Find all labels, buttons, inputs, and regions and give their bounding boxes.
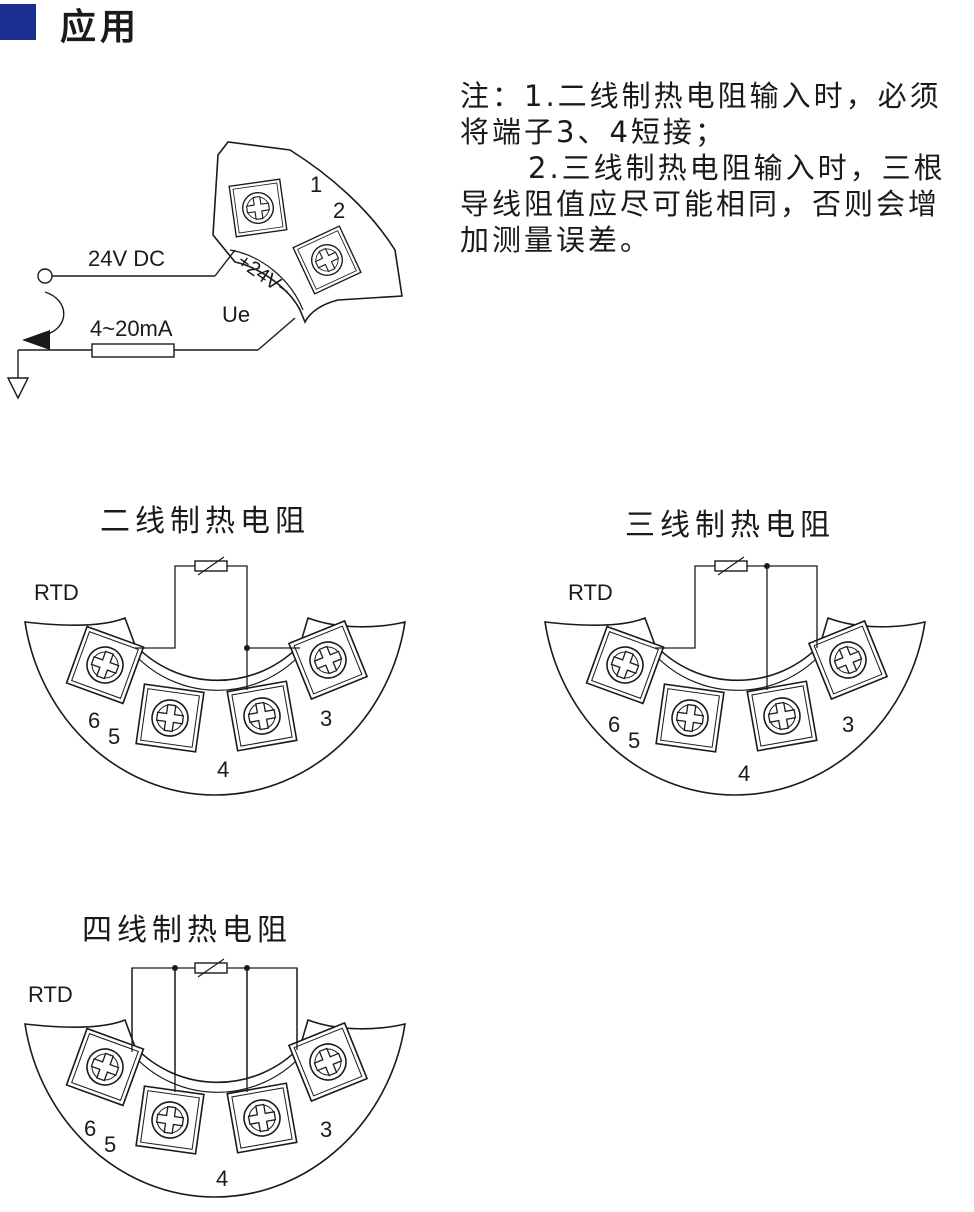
rtd-label: RTD	[34, 580, 79, 605]
terminal-4-label: 4	[738, 761, 750, 786]
terminal-1-label: 1	[310, 172, 322, 197]
ground-icon	[6, 377, 30, 400]
four-wire-title: 四线制热电阻	[82, 913, 292, 948]
note-2: 2.三线制热电阻输入时，三根导线阻值应尽可能相同，否则会增加测量误差。	[460, 151, 946, 257]
two-wire-title: 二线制热电阻	[100, 504, 310, 539]
terminal-6-label: 6	[84, 1116, 96, 1141]
rtd-label: RTD	[568, 580, 613, 605]
supply-label: 24V DC	[88, 246, 165, 271]
load-resistor-icon	[91, 343, 175, 358]
four-wire-diagram: RTD 6 5 4 3	[25, 958, 405, 1197]
terminal-4-label: 4	[216, 1166, 228, 1191]
terminal-6-label: 6	[608, 712, 620, 737]
terminal-5-label: 5	[108, 724, 120, 749]
terminal-5-label: 5	[628, 728, 640, 753]
three-wire-title: 三线制热电阻	[625, 508, 835, 543]
notes-block: 注：1.二线制热电阻输入时，必须将端子3、4短接； 2.三线制热电阻输入时，三根…	[460, 78, 970, 258]
section-marker	[0, 4, 36, 40]
terminal-3-label: 3	[842, 712, 854, 737]
ue-label: Ue	[222, 302, 250, 327]
page-title: 应用	[60, 7, 141, 48]
three-wire-diagram: RTD 6 5 4 3	[545, 556, 925, 795]
terminal-2-label: 2	[333, 198, 345, 223]
terminal-3-label: 3	[320, 1117, 332, 1142]
note-1: 注：1.二线制热电阻输入时，必须将端子3、4短接；	[460, 79, 942, 149]
current-arrow-icon	[22, 330, 50, 350]
terminal-5-label: 5	[104, 1132, 116, 1157]
two-wire-diagram: RTD 6 5 4 3	[25, 556, 405, 795]
terminal-6-label: 6	[88, 708, 100, 733]
supply-terminal-icon	[37, 268, 53, 284]
rtd-label: RTD	[28, 982, 73, 1007]
output-label: 4~20mA	[90, 316, 173, 341]
terminal-4-label: 4	[217, 757, 229, 782]
power-loop-diagram: 24V DC 4~20mA 1 2 +24V− Ue	[6, 141, 403, 400]
terminal-3-label: 3	[320, 706, 332, 731]
